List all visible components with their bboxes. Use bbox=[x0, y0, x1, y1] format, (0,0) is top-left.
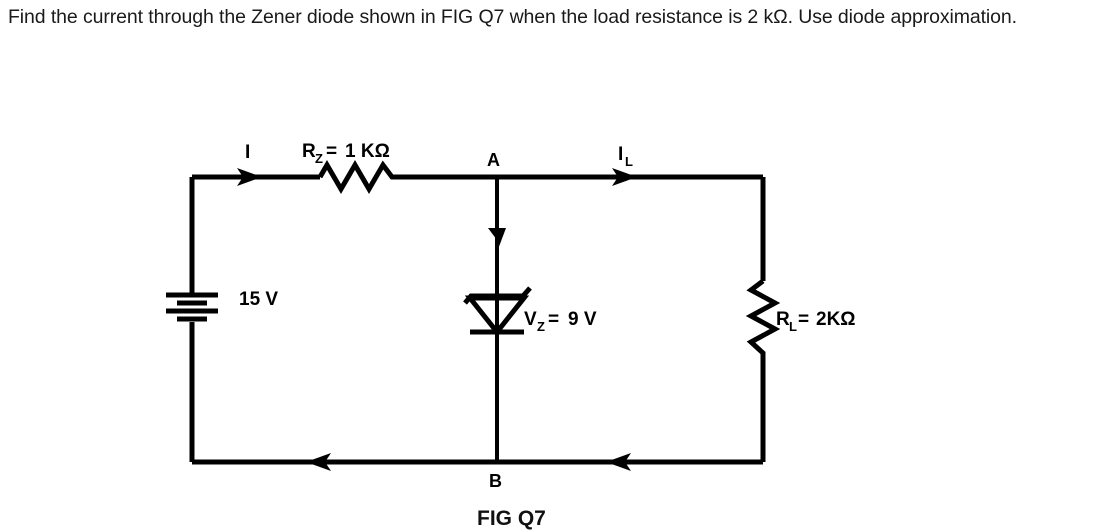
label-load-resistor-symbol: R bbox=[776, 309, 790, 330]
label-load-current: I L bbox=[618, 144, 633, 169]
question-prompt: Find the current through the Zener diode… bbox=[8, 6, 1017, 28]
series-resistor-symbol bbox=[317, 160, 398, 194]
label-zener-subscript: Z bbox=[537, 319, 545, 334]
label-zener-voltage: V Z = 9 V bbox=[524, 309, 597, 334]
label-load-resistor-value: 2KΩ bbox=[816, 309, 856, 330]
current-arrow-return-left bbox=[306, 453, 331, 471]
current-arrow-zener bbox=[488, 228, 506, 252]
label-source-voltage: 15 V bbox=[239, 289, 278, 310]
zener-bend-bar bbox=[463, 286, 532, 305]
label-zener-value: 9 V bbox=[568, 309, 597, 330]
label-series-resistor-equals: = bbox=[326, 141, 337, 162]
label-node-a: A bbox=[487, 150, 500, 170]
figure-caption: FIG Q7 bbox=[477, 507, 546, 530]
label-source-current: I bbox=[245, 142, 250, 163]
current-arrow-return-right bbox=[606, 453, 631, 471]
label-load-current-symbol: I bbox=[618, 144, 623, 165]
label-zener-symbol: V bbox=[524, 309, 537, 330]
label-series-resistor-subscript: Z bbox=[315, 151, 323, 166]
label-load-resistor-subscript: L bbox=[789, 319, 797, 334]
label-series-resistor: R Z = 1 KΩ bbox=[302, 141, 390, 166]
label-load-resistor: R L = 2KΩ bbox=[776, 309, 856, 334]
label-load-resistor-equals: = bbox=[798, 309, 809, 330]
load-resistor-symbol bbox=[745, 279, 781, 357]
label-load-current-subscript: L bbox=[625, 154, 633, 169]
label-node-b: B bbox=[489, 471, 502, 491]
label-series-resistor-symbol: R bbox=[302, 141, 316, 162]
label-zener-equals: = bbox=[548, 309, 559, 330]
current-arrow-load bbox=[612, 168, 637, 186]
label-series-resistor-value: 1 KΩ bbox=[345, 141, 390, 162]
current-arrow-source bbox=[237, 168, 262, 186]
